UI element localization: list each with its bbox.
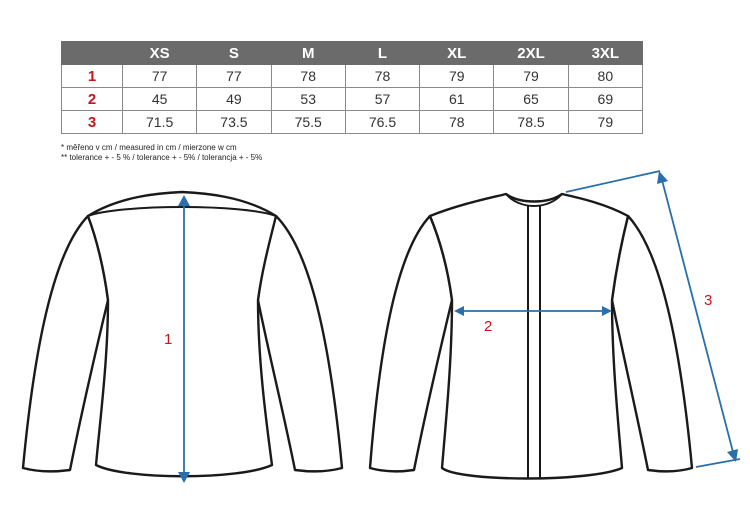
measure-2-arrow-right — [602, 306, 612, 316]
table-cell: 71.5 — [121, 110, 198, 134]
measure-2-chest: 2 — [454, 306, 612, 335]
back-yoke-seam — [87, 206, 277, 217]
note-measured-in-cm: * měřeno v cm / measured in cm / mierzon… — [61, 143, 237, 152]
size-header-xl: XL — [419, 41, 495, 65]
measure-1-length: 1 — [164, 195, 190, 483]
measure-3-arrow-top — [657, 171, 668, 184]
size-header-m: M — [270, 41, 346, 65]
size-table: XS S M L XL 2XL 3XL 1 77 77 78 78 79 79 … — [61, 41, 644, 134]
measure-2-label: 2 — [484, 318, 492, 335]
back-left-sleeve — [21, 214, 110, 473]
jacket-front-view — [368, 192, 694, 480]
front-left-sleeve — [368, 214, 454, 473]
table-cell: 57 — [344, 87, 421, 111]
table-cell: 77 — [121, 64, 198, 88]
table-cell: 78 — [344, 64, 421, 88]
back-body — [86, 190, 278, 478]
table-cell: 78 — [419, 110, 495, 134]
size-header-xs: XS — [121, 41, 198, 65]
measure-1-arrow-top — [178, 195, 190, 206]
header-corner-cell — [61, 41, 123, 65]
size-header-2xl: 2XL — [493, 41, 569, 65]
back-right-sleeve — [256, 214, 344, 473]
jacket-back-view — [21, 190, 344, 478]
table-cell: 75.5 — [270, 110, 346, 134]
measure-3-sleeve: 3 — [565, 170, 741, 468]
front-neckline — [505, 193, 563, 207]
front-right-sleeve — [610, 214, 694, 473]
row-id: 3 — [61, 110, 123, 134]
measure-3-line — [661, 179, 734, 453]
size-header-3xl: 3XL — [567, 41, 644, 65]
measure-3-arrow-bottom — [727, 449, 738, 462]
table-cell: 79 — [567, 110, 644, 134]
row-id: 1 — [61, 64, 123, 88]
table-cell: 79 — [493, 64, 569, 88]
table-row: 3 71.5 73.5 75.5 76.5 78 78.5 79 — [61, 110, 644, 134]
measure-3-label: 3 — [704, 292, 712, 309]
measure-1-label: 1 — [164, 331, 172, 348]
measure-2-arrow-left — [454, 306, 464, 316]
measure-3-shoulder-tick — [565, 170, 661, 193]
measure-3-cuff-tick — [695, 458, 741, 468]
size-header-row: XS S M L XL 2XL 3XL — [61, 41, 644, 65]
note-tolerance: ** tolerance + - 5 % / tolerance + - 5% … — [61, 153, 263, 162]
table-cell: 76.5 — [344, 110, 421, 134]
size-header-s: S — [196, 41, 272, 65]
measurement-notes: * měřeno v cm / measured in cm / mierzon… — [61, 143, 262, 163]
table-cell: 65 — [493, 87, 569, 111]
table-cell: 45 — [121, 87, 198, 111]
measure-1-arrow-bottom — [178, 472, 190, 483]
table-row: 2 45 49 53 57 61 65 69 — [61, 87, 644, 111]
table-cell: 80 — [567, 64, 644, 88]
